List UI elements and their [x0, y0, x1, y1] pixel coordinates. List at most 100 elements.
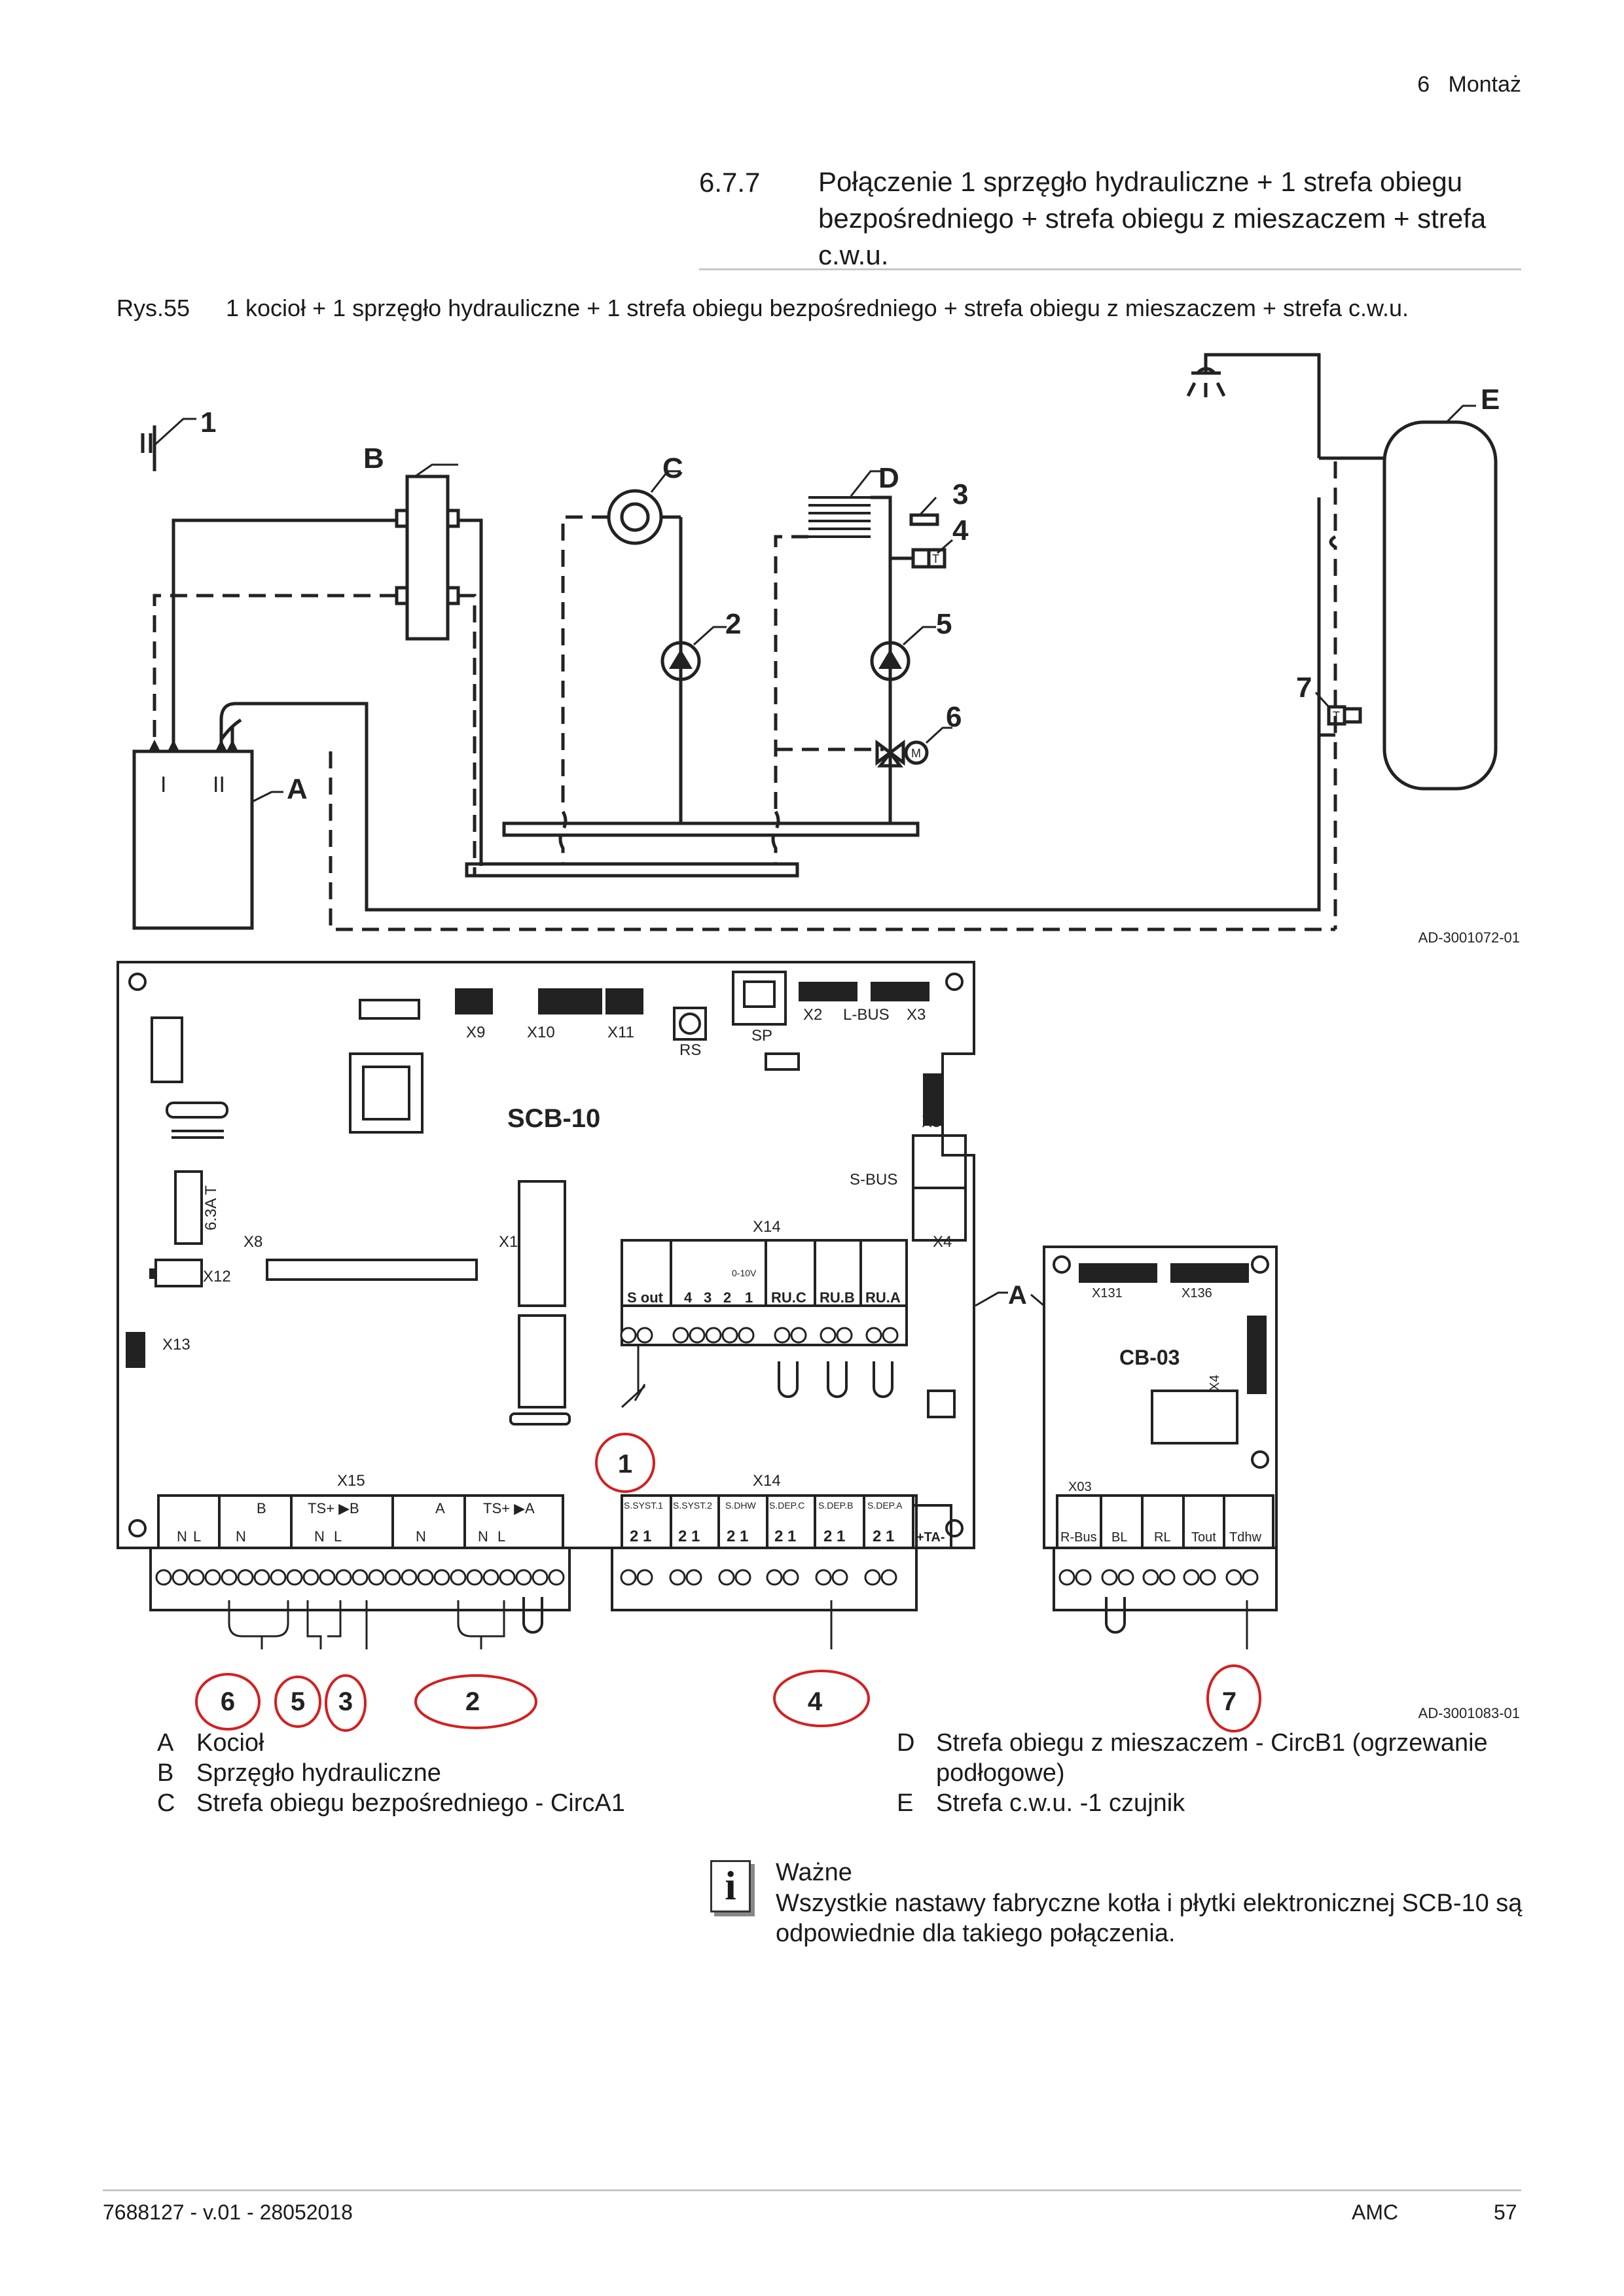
legend-right: D Strefa obiegu z mieszaczem - CircB1 (o…: [897, 1728, 1519, 1818]
x14-bottom-pins: 2 1: [630, 1528, 651, 1545]
callout-hyd-4: 4: [952, 514, 969, 547]
callout-hyd-2: 2: [725, 608, 741, 640]
label-b: B: [363, 442, 384, 475]
pump-2: [660, 641, 701, 681]
conn-x14-top: X14: [753, 1218, 781, 1236]
callout-hyd-6: 6: [946, 701, 962, 733]
cb03-terminal: Tout: [1191, 1530, 1216, 1545]
legend-text: Strefa obiegu z mieszaczem - CircB1 (ogr…: [936, 1729, 1488, 1787]
section-divider: [699, 268, 1521, 270]
x15-pin: N: [236, 1528, 246, 1545]
note-body: Wszystkie nastawy fabryczne kotła i płyt…: [776, 1890, 1523, 1947]
figure-label: Rys.55: [117, 295, 190, 321]
legend-text: Strefa c.w.u. -1 czujnik: [936, 1789, 1185, 1817]
conn-x3: X3: [907, 1006, 926, 1024]
scb10-board-marker: A: [1008, 1281, 1027, 1310]
label-d: D: [878, 462, 899, 494]
callout-3: 3: [338, 1687, 353, 1716]
conn-x14-bottom: X14: [753, 1472, 781, 1490]
callout-1: 1: [618, 1450, 632, 1479]
legend-text: Sprzęgło hydrauliczne: [196, 1759, 441, 1787]
callout-4: 4: [808, 1687, 823, 1716]
x14-bottom-group: S.DEP.C: [769, 1500, 804, 1511]
x14-bottom-pins: 2 1: [823, 1528, 845, 1545]
cb03-x136: X136: [1182, 1286, 1212, 1300]
conn-x4: X4: [933, 1233, 952, 1251]
callout-circle-1: [595, 1433, 655, 1493]
x15-pin: L: [334, 1528, 342, 1545]
thermostat-3: [909, 513, 939, 526]
x14-signal-label: 0-10V: [732, 1268, 757, 1278]
x15-pin: N: [478, 1528, 488, 1545]
conn-lbus: L-BUS: [843, 1006, 890, 1024]
sensor-4-symbol: T: [932, 552, 939, 565]
cb03-terminal: Tdhw: [1229, 1530, 1261, 1545]
section-title: Połączenie 1 sprzęgło hydrauliczne + 1 s…: [818, 166, 1487, 270]
callout-2: 2: [465, 1687, 480, 1716]
x15-pin: L: [193, 1528, 201, 1545]
chapter-title: Montaż: [1448, 72, 1522, 97]
x14-top-terminal: RU.A: [865, 1289, 901, 1306]
x14-bottom-pins: 2 1: [873, 1528, 894, 1545]
x14-bottom-group: S.DEP.A: [867, 1500, 903, 1511]
product-model: AMC: [1352, 2200, 1399, 2224]
legend-key: C: [157, 1789, 175, 1817]
cb03-terminal: R-Bus: [1060, 1530, 1097, 1545]
callout-hyd-3: 3: [952, 478, 968, 511]
legend-item: B Sprzęgło hydrauliczne: [157, 1758, 625, 1788]
conn-x10: X10: [527, 1024, 555, 1041]
callout-5: 5: [291, 1687, 305, 1716]
figure-caption: 1 kocioł + 1 sprzęgło hydrauliczne + 1 s…: [226, 295, 1409, 321]
return-manifold: [465, 862, 799, 878]
boiler-body: [132, 749, 254, 930]
x14-bottom-pins: 2 1: [774, 1528, 796, 1545]
callout-hyd-7: 7: [1296, 672, 1312, 704]
conn-x12: X12: [203, 1268, 231, 1285]
x15-pin: N: [177, 1528, 187, 1545]
x14-top-terminal: RU.B: [820, 1289, 855, 1306]
x14-top-terminal: RU.C: [771, 1289, 806, 1306]
callout-circle-5: [274, 1676, 321, 1728]
x15-pin: N: [416, 1528, 426, 1545]
cb03-terminal: BL: [1111, 1530, 1127, 1545]
callout-circle-4: [773, 1670, 870, 1727]
boiler-port-1: I: [160, 772, 166, 797]
boiler-port-2: II: [213, 772, 225, 797]
x14-top-terminal: S out: [627, 1289, 664, 1306]
figure-code-bottom: AD-3001083-01: [1418, 1705, 1520, 1721]
info-icon: i: [710, 1860, 751, 1912]
hydraulic-separator: [405, 475, 450, 641]
x14-bottom-group: S.SYST.2: [673, 1500, 712, 1511]
x14-top-block: [621, 1239, 908, 1307]
x14-top-terminal: 3: [704, 1289, 712, 1306]
legend-text: Strefa obiegu bezpośredniego - CircA1: [196, 1789, 625, 1817]
pump-5: [870, 641, 911, 681]
x15-group: B: [257, 1500, 266, 1516]
footer-divider: [103, 2189, 1521, 2191]
x14-top-terminal: 1: [745, 1289, 753, 1306]
flow-manifold: [502, 821, 920, 837]
conn-x5: X5: [922, 1113, 941, 1131]
conn-sbus: S-BUS: [850, 1171, 897, 1189]
legend-key: B: [157, 1759, 174, 1787]
label-c: C: [662, 452, 683, 484]
legend-item: D Strefa obiegu z mieszaczem - CircB1 (o…: [897, 1728, 1519, 1788]
legend-key: A: [157, 1729, 174, 1757]
conn-sp: SP: [751, 1027, 772, 1045]
chapter-number: 6: [1417, 72, 1430, 97]
scb10-name: SCB-10: [507, 1104, 600, 1133]
cb03-outline: [1043, 1246, 1278, 1549]
motor-symbol: M: [911, 747, 921, 760]
x14-ta-pins: +TA-: [916, 1530, 945, 1545]
fuse-label: 6.3A T: [202, 1185, 220, 1230]
x14-bottom-group: S.DEP.B: [818, 1500, 853, 1511]
sensor-7-symbol: T: [1333, 709, 1340, 723]
x15-pin: L: [497, 1528, 505, 1545]
callout-circle-6: [195, 1673, 261, 1731]
conn-x13: X13: [162, 1336, 190, 1354]
legend-item: E Strefa c.w.u. -1 czujnik: [897, 1788, 1519, 1818]
x14-bottom-group: S.DHW: [725, 1500, 756, 1511]
conn-x2: X2: [803, 1006, 822, 1024]
conn-rs: RS: [679, 1041, 701, 1059]
